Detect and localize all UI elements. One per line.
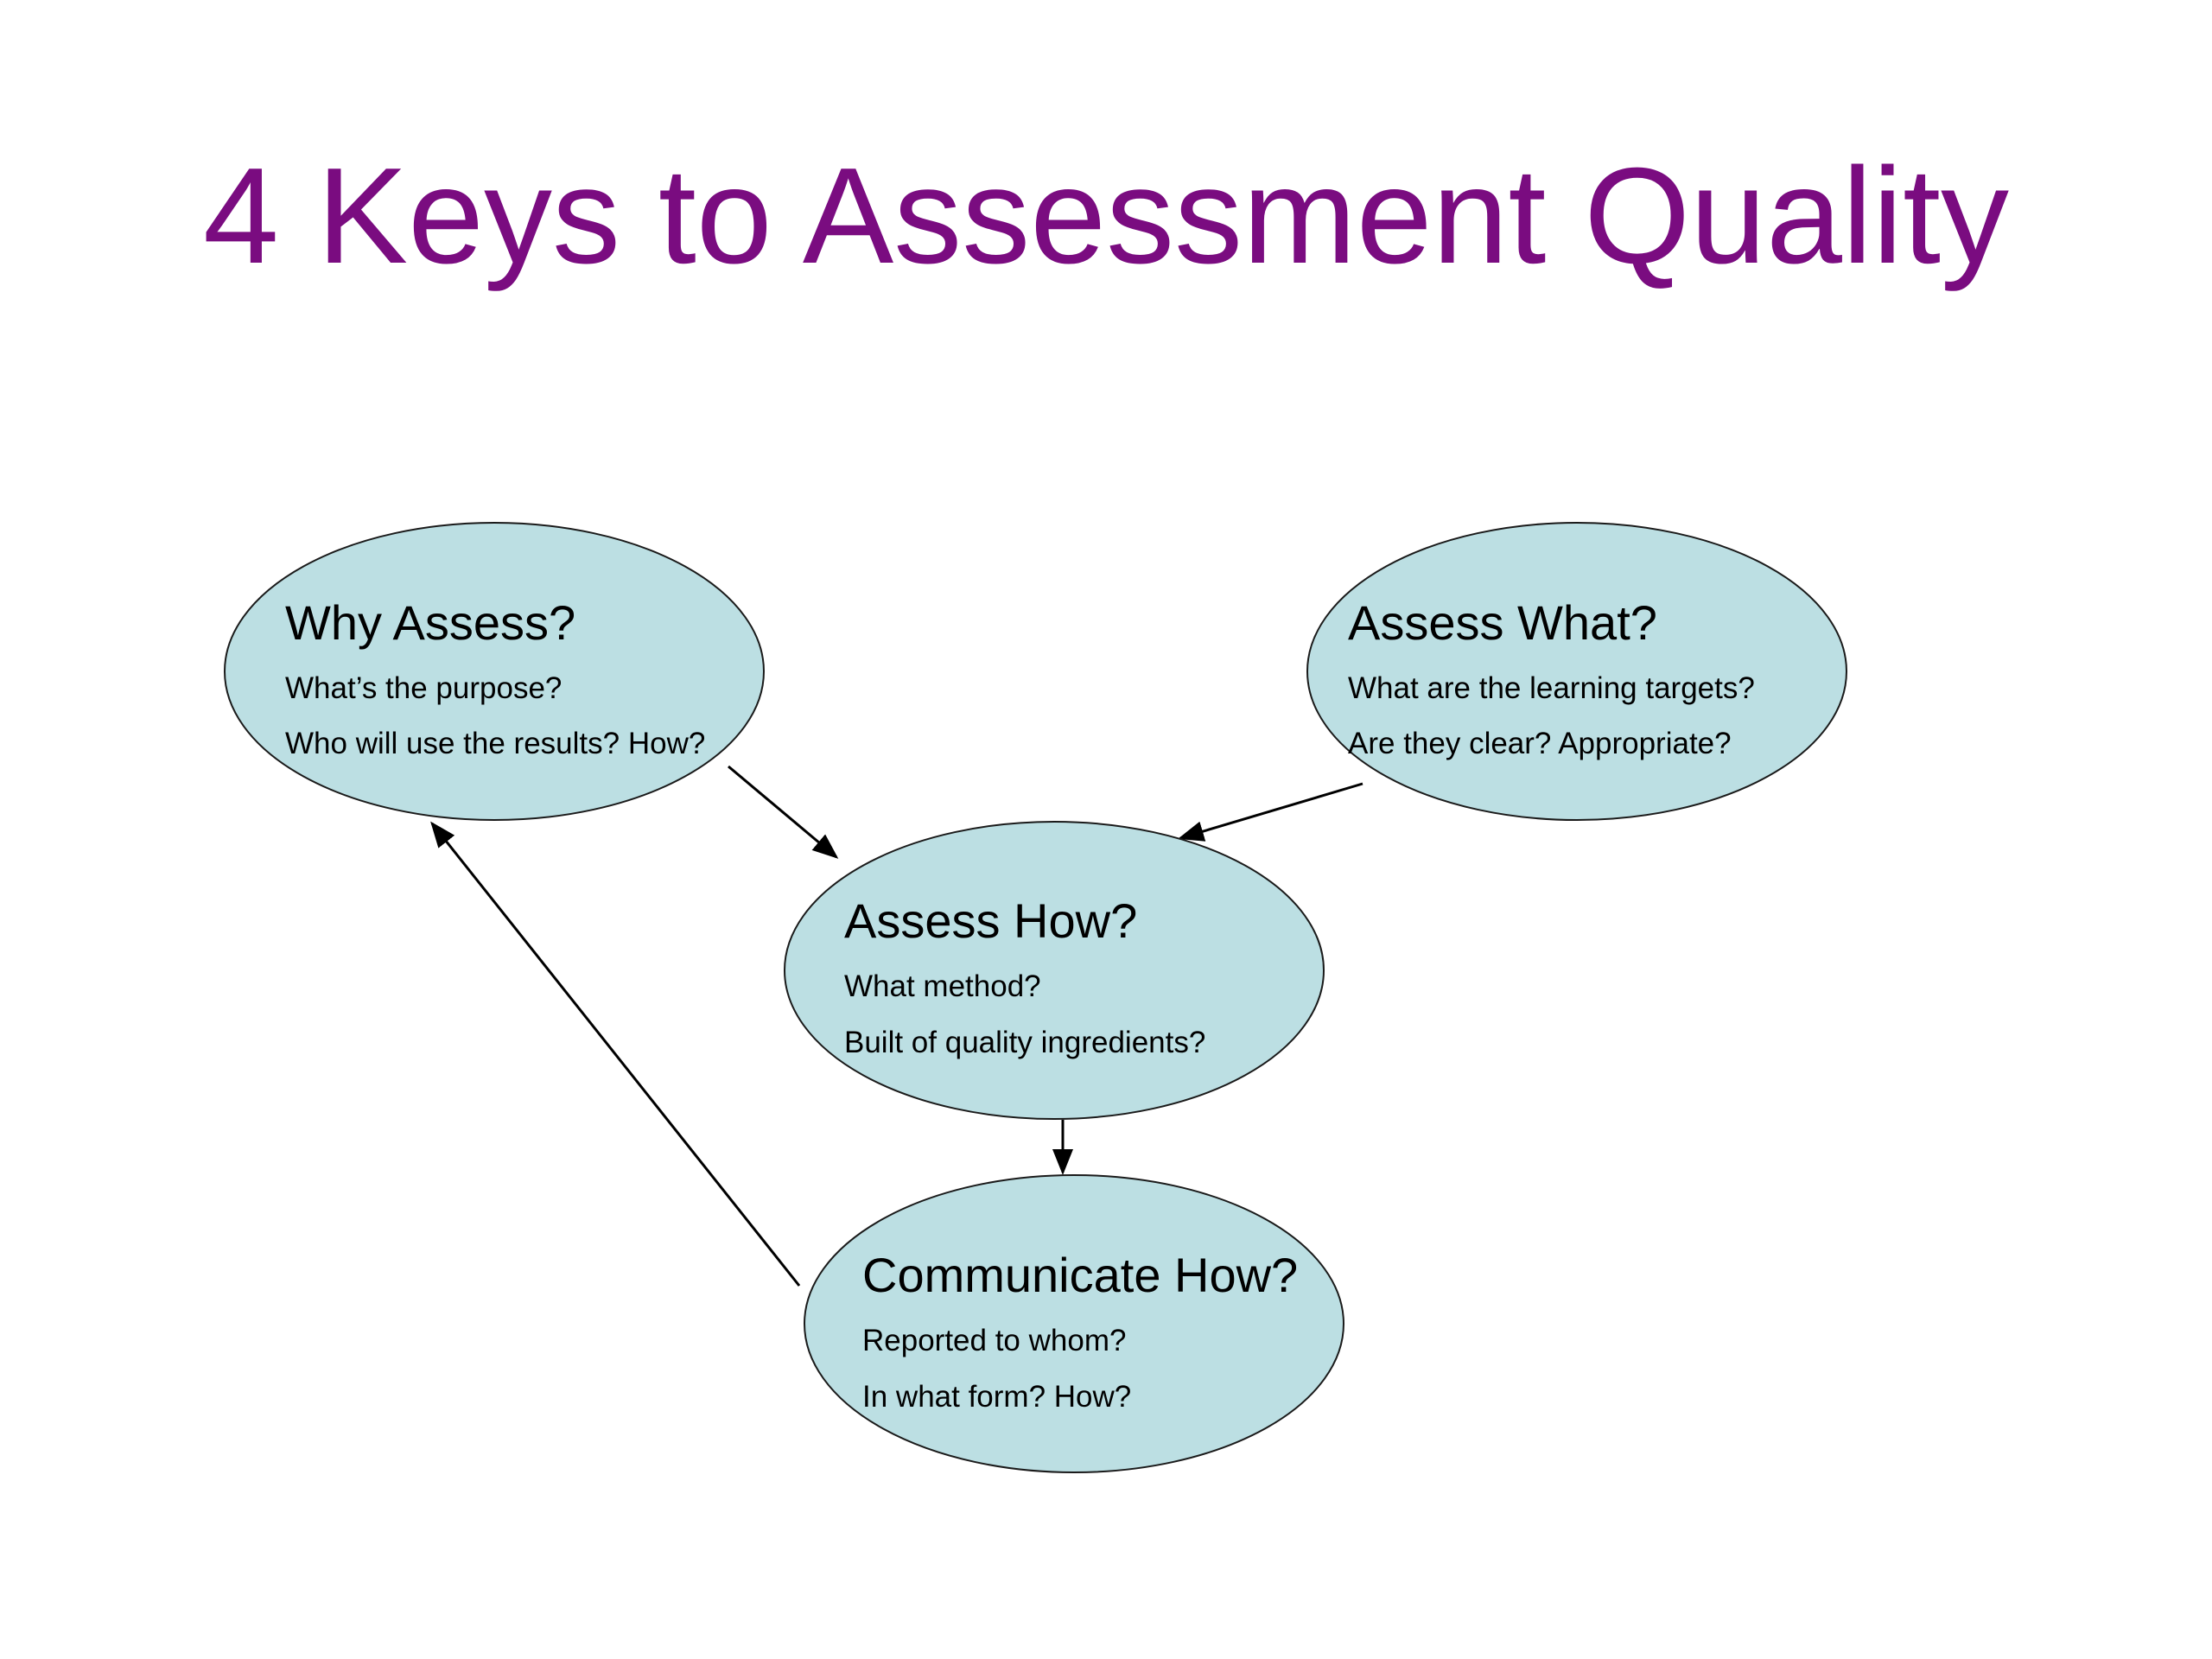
node-why-assess: Why Assess? What’s the purpose? Who will… <box>224 522 765 821</box>
node-question: Are they clear? Appropriate? <box>1348 727 1732 760</box>
node-assess-how: Assess How? What method? Built of qualit… <box>784 821 1325 1120</box>
edges-layer <box>430 765 1363 1287</box>
node-heading: Assess What? <box>1348 595 1657 650</box>
node-communicate-how: Communicate How? Reported to whom? In wh… <box>804 1174 1344 1473</box>
node-question: Who will use the results? How? <box>285 727 705 760</box>
arrow-why-to-how <box>728 765 839 859</box>
node-question: What’s the purpose? <box>285 671 562 705</box>
node-ellipse <box>784 821 1325 1120</box>
node-assess-what: Assess What? What are the learning targe… <box>1306 522 1847 821</box>
arrow-communicate-to-why <box>430 821 801 1287</box>
node-ellipse <box>1306 522 1847 821</box>
node-question: What method? <box>844 969 1041 1003</box>
node-ellipse <box>224 522 765 821</box>
arrow-what-to-how <box>1178 782 1363 842</box>
node-question: Built of quality ingredients? <box>844 1026 1205 1059</box>
node-ellipse <box>804 1174 1344 1473</box>
node-heading: Assess How? <box>844 893 1137 948</box>
node-heading: Communicate How? <box>862 1248 1298 1302</box>
node-question: In what form? How? <box>862 1380 1131 1414</box>
node-heading: Why Assess? <box>285 595 575 650</box>
node-question: Reported to whom? <box>862 1324 1126 1357</box>
page-title: 4 Keys to Assessment Quality <box>202 140 2010 292</box>
node-question: What are the learning targets? <box>1348 671 1755 705</box>
